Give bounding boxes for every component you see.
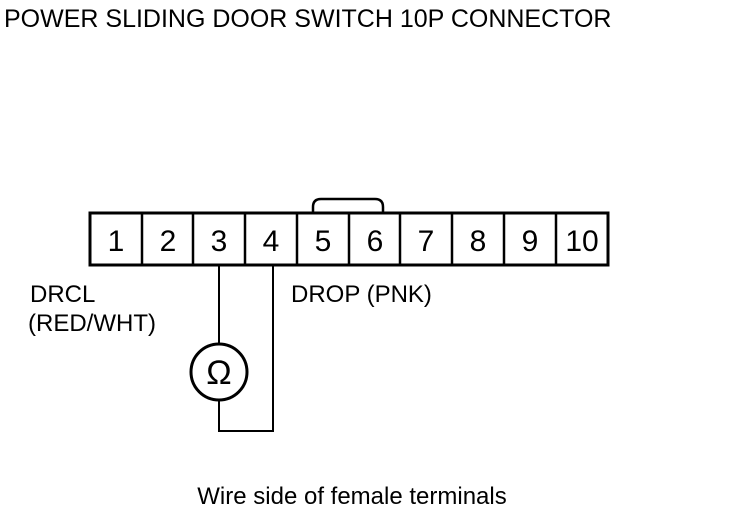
pin-1: 1 <box>108 225 125 258</box>
pin-6: 6 <box>367 225 384 258</box>
pin-7: 7 <box>418 225 435 258</box>
connector-lock-tab <box>311 197 385 213</box>
pin-5: 5 <box>315 225 332 258</box>
drop-label: DROP (PNK) <box>291 281 432 308</box>
ohmmeter-icon: Ω <box>189 342 249 402</box>
pin-2: 2 <box>160 225 177 258</box>
pin-10: 10 <box>565 225 598 258</box>
test-leads <box>218 265 274 432</box>
drcl-label: DRCL <box>30 281 95 308</box>
drcl-color-label: (RED/WHT) <box>28 310 156 337</box>
pin-9: 9 <box>522 225 539 258</box>
diagram-caption: Wire side of female terminals <box>197 483 506 510</box>
ohm-symbol: Ω <box>206 354 231 392</box>
pin-8: 8 <box>470 225 487 258</box>
pin-4: 4 <box>263 225 280 258</box>
cavity-dividers <box>140 213 558 265</box>
pin-numbers: 1 2 3 4 5 6 7 8 9 10 <box>108 225 599 258</box>
diagram-title: POWER SLIDING DOOR SWITCH 10P CONNECTOR <box>4 5 611 33</box>
pin-3: 3 <box>211 225 228 258</box>
